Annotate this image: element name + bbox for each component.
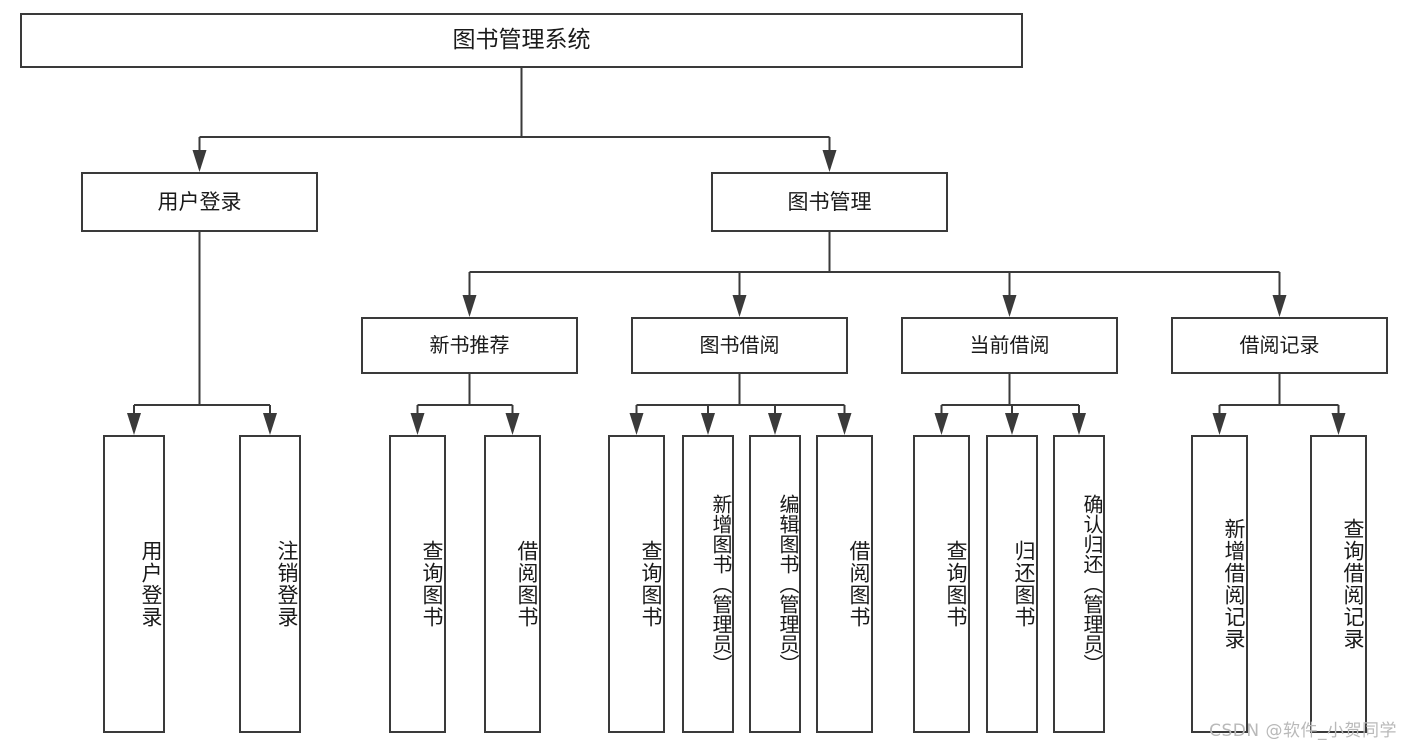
- node-leaf-return-book[interactable]: 归还图书: [986, 435, 1038, 733]
- node-user-login[interactable]: 用户登录: [81, 172, 318, 232]
- node-label: 图书借阅: [699, 332, 780, 357]
- node-label: 借阅记录: [1239, 332, 1320, 357]
- node-label: 借阅图书: [515, 540, 539, 628]
- node-leaf-user-login[interactable]: 用户登录: [103, 435, 165, 733]
- node-label: 编辑图书（管理员）: [776, 494, 800, 674]
- node-label: 确认归还（管理员）: [1080, 494, 1104, 674]
- node-label: 用户登录: [139, 540, 163, 628]
- node-leaf-add-book[interactable]: 新增图书（管理员）: [682, 435, 734, 733]
- node-label: 归还图书: [1012, 540, 1036, 628]
- node-borrow-record[interactable]: 借阅记录: [1171, 317, 1388, 374]
- node-new-book-rec[interactable]: 新书推荐: [361, 317, 578, 374]
- node-label: 注销登录: [275, 540, 299, 628]
- node-leaf-edit-book[interactable]: 编辑图书（管理员）: [749, 435, 801, 733]
- node-label: 新增图书（管理员）: [709, 494, 733, 674]
- node-root[interactable]: 图书管理系统: [20, 13, 1023, 68]
- node-label: 图书管理: [787, 189, 872, 214]
- node-leaf-query-book-1[interactable]: 查询图书: [389, 435, 446, 733]
- node-label: 借阅图书: [847, 540, 871, 628]
- node-label: 新增借阅记录: [1222, 518, 1246, 650]
- node-label: 查询借阅记录: [1341, 518, 1365, 650]
- node-book-manage[interactable]: 图书管理: [711, 172, 948, 232]
- node-label: 查询图书: [420, 540, 444, 628]
- node-leaf-query-record[interactable]: 查询借阅记录: [1310, 435, 1367, 733]
- node-leaf-logout[interactable]: 注销登录: [239, 435, 301, 733]
- node-leaf-add-record[interactable]: 新增借阅记录: [1191, 435, 1248, 733]
- node-label: 用户登录: [157, 189, 242, 214]
- watermark-label: CSDN @软件_小贺同学: [1209, 721, 1397, 741]
- node-current-borrow[interactable]: 当前借阅: [901, 317, 1118, 374]
- node-label: 当前借阅: [969, 332, 1050, 357]
- node-label: 查询图书: [639, 540, 663, 628]
- node-leaf-confirm-return[interactable]: 确认归还（管理员）: [1053, 435, 1105, 733]
- node-leaf-query-book-2[interactable]: 查询图书: [608, 435, 665, 733]
- node-label: 查询图书: [944, 540, 968, 628]
- node-leaf-borrow-book-2[interactable]: 借阅图书: [816, 435, 873, 733]
- node-label: 图书管理系统: [452, 26, 591, 53]
- node-label: 新书推荐: [429, 332, 510, 357]
- node-leaf-borrow-book-1[interactable]: 借阅图书: [484, 435, 541, 733]
- node-leaf-query-book-3[interactable]: 查询图书: [913, 435, 970, 733]
- node-book-borrow[interactable]: 图书借阅: [631, 317, 848, 374]
